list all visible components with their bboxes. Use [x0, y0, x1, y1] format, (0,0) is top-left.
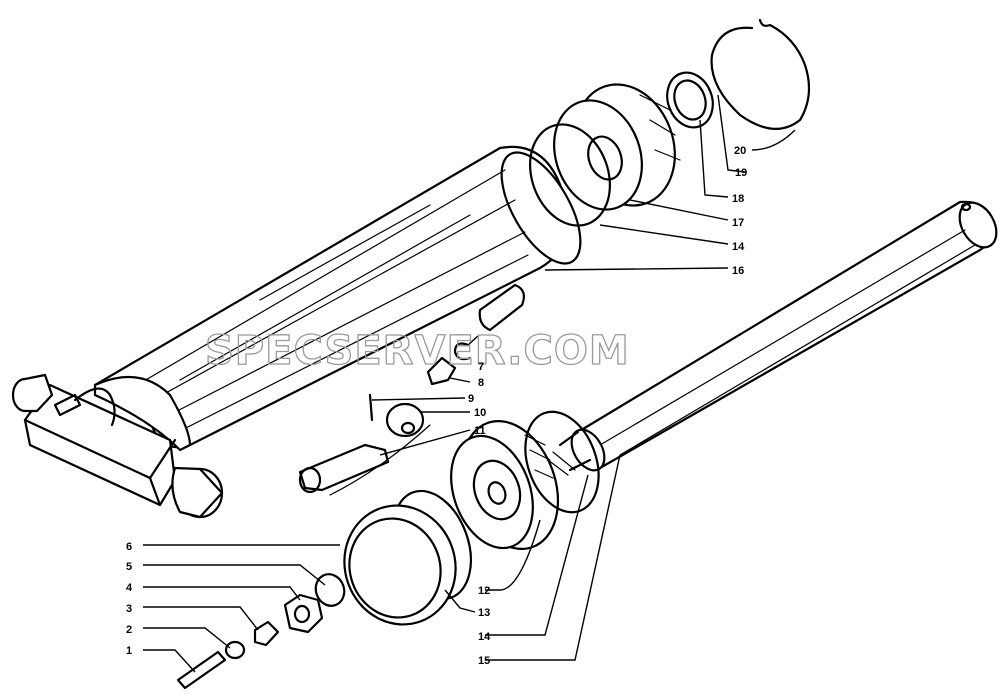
callout-5: 5 — [126, 561, 132, 573]
callout-11: 11 — [474, 425, 486, 437]
callout-14a: 14 — [732, 241, 745, 253]
callout-15: 15 — [478, 655, 490, 667]
bolt-11 — [298, 443, 390, 494]
piston — [450, 419, 560, 551]
callout-12: 12 — [478, 585, 490, 597]
nut-10 — [385, 402, 425, 438]
bolt-1 — [176, 650, 227, 690]
callout-2: 2 — [126, 624, 132, 636]
callout-7: 7 — [478, 361, 484, 373]
callout-6: 6 — [126, 541, 132, 553]
cylinder-body — [11, 145, 582, 519]
callout-8: 8 — [478, 377, 484, 389]
bushing-3 — [253, 620, 280, 647]
piston-seal-ring — [524, 410, 600, 514]
fitting-8 — [426, 356, 457, 386]
washer-2 — [224, 640, 246, 660]
ring-6 — [343, 504, 457, 626]
callout-14b: 14 — [478, 631, 491, 643]
callout-13: 13 — [478, 607, 490, 619]
callout-4: 4 — [126, 582, 133, 594]
callout-17: 17 — [732, 217, 744, 229]
callout-9: 9 — [468, 393, 474, 405]
pin-9 — [368, 393, 374, 422]
washer-7 — [453, 342, 472, 361]
leader-lines — [143, 94, 796, 673]
callout-20: 20 — [734, 145, 746, 157]
watermark: SPECSERVER.COM — [205, 328, 630, 374]
callout-1: 1 — [126, 645, 132, 657]
o-ring-14 — [529, 123, 611, 227]
callout-16: 16 — [732, 265, 744, 277]
callout-18: 18 — [732, 193, 744, 205]
callout-10: 10 — [474, 407, 486, 419]
nut-4 — [283, 593, 324, 634]
callout-labels: 1 2 3 4 5 6 7 8 9 10 11 12 13 14 15 14 1… — [126, 145, 747, 667]
piston-rod — [547, 200, 998, 476]
washer-5 — [314, 573, 346, 607]
retaining-ring-20 — [710, 18, 811, 130]
callout-19: 19 — [735, 167, 747, 179]
callout-3: 3 — [126, 603, 132, 615]
seal-19 — [666, 71, 714, 129]
